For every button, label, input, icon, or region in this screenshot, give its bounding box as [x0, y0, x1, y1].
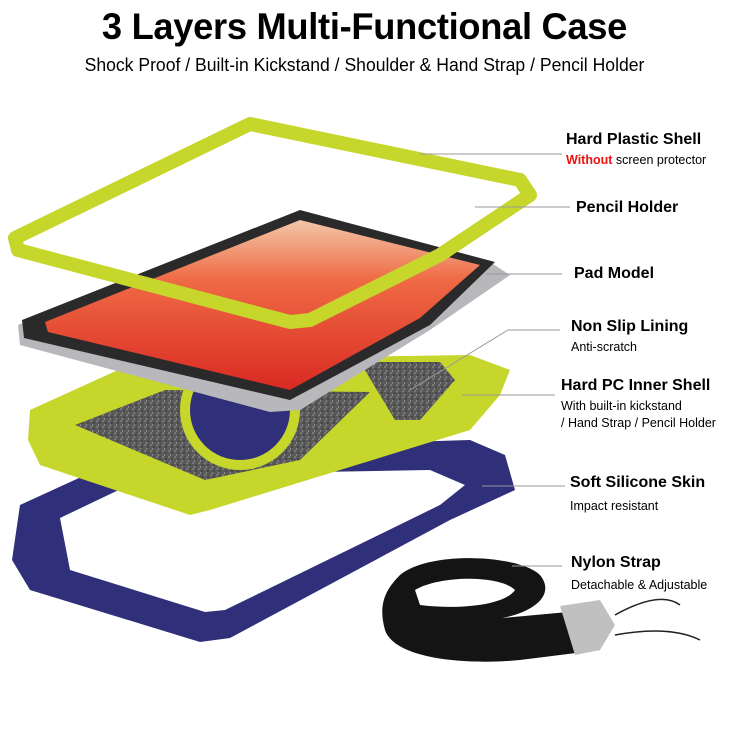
callout-desc: Detachable & Adjustable [571, 578, 708, 592]
page-title: 3 Layers Multi-Functional Case [101, 6, 628, 47]
callout-title: Pencil Holder [576, 199, 679, 216]
callout-hard-plastic-shell: Hard Plastic Shell Without screen protec… [566, 131, 706, 169]
callout-soft-silicone-skin: Soft Silicone Skin Impact resistant [570, 474, 705, 515]
callout-desc-line2: / Hand Strap / Pencil Holder [561, 416, 716, 430]
callout-desc: Impact resistant [570, 499, 659, 513]
callout-title: Non Slip Lining [571, 318, 689, 335]
callout-title: Soft Silicone Skin [570, 474, 706, 491]
leader-lines [409, 153, 570, 567]
callout-title: Pad Model [574, 265, 655, 282]
callout-highlight: Without [566, 153, 613, 167]
callout-desc: Anti-scratch [571, 340, 637, 354]
page-subtitle: Shock Proof / Built-in Kickstand / Shoul… [84, 54, 645, 75]
callout-nylon-strap: Nylon Strap Detachable & Adjustable [571, 554, 707, 594]
callout-pad-model: Pad Model [574, 265, 654, 283]
callout-title: Hard Plastic Shell [566, 131, 702, 148]
callout-desc-line1: With built-in kickstand [561, 399, 682, 413]
callout-non-slip-lining: Non Slip Lining Anti-scratch [571, 318, 688, 356]
callout-desc: Without screen protector [566, 153, 707, 167]
callout-hard-pc-inner-shell: Hard PC Inner Shell With built-in kickst… [561, 377, 716, 432]
callout-title: Nylon Strap [571, 554, 661, 571]
callout-pencil-holder: Pencil Holder [576, 199, 678, 217]
callout-title: Hard PC Inner Shell [561, 377, 711, 394]
hard-plastic-shell [8, 117, 537, 329]
nylon-strap [382, 558, 701, 662]
